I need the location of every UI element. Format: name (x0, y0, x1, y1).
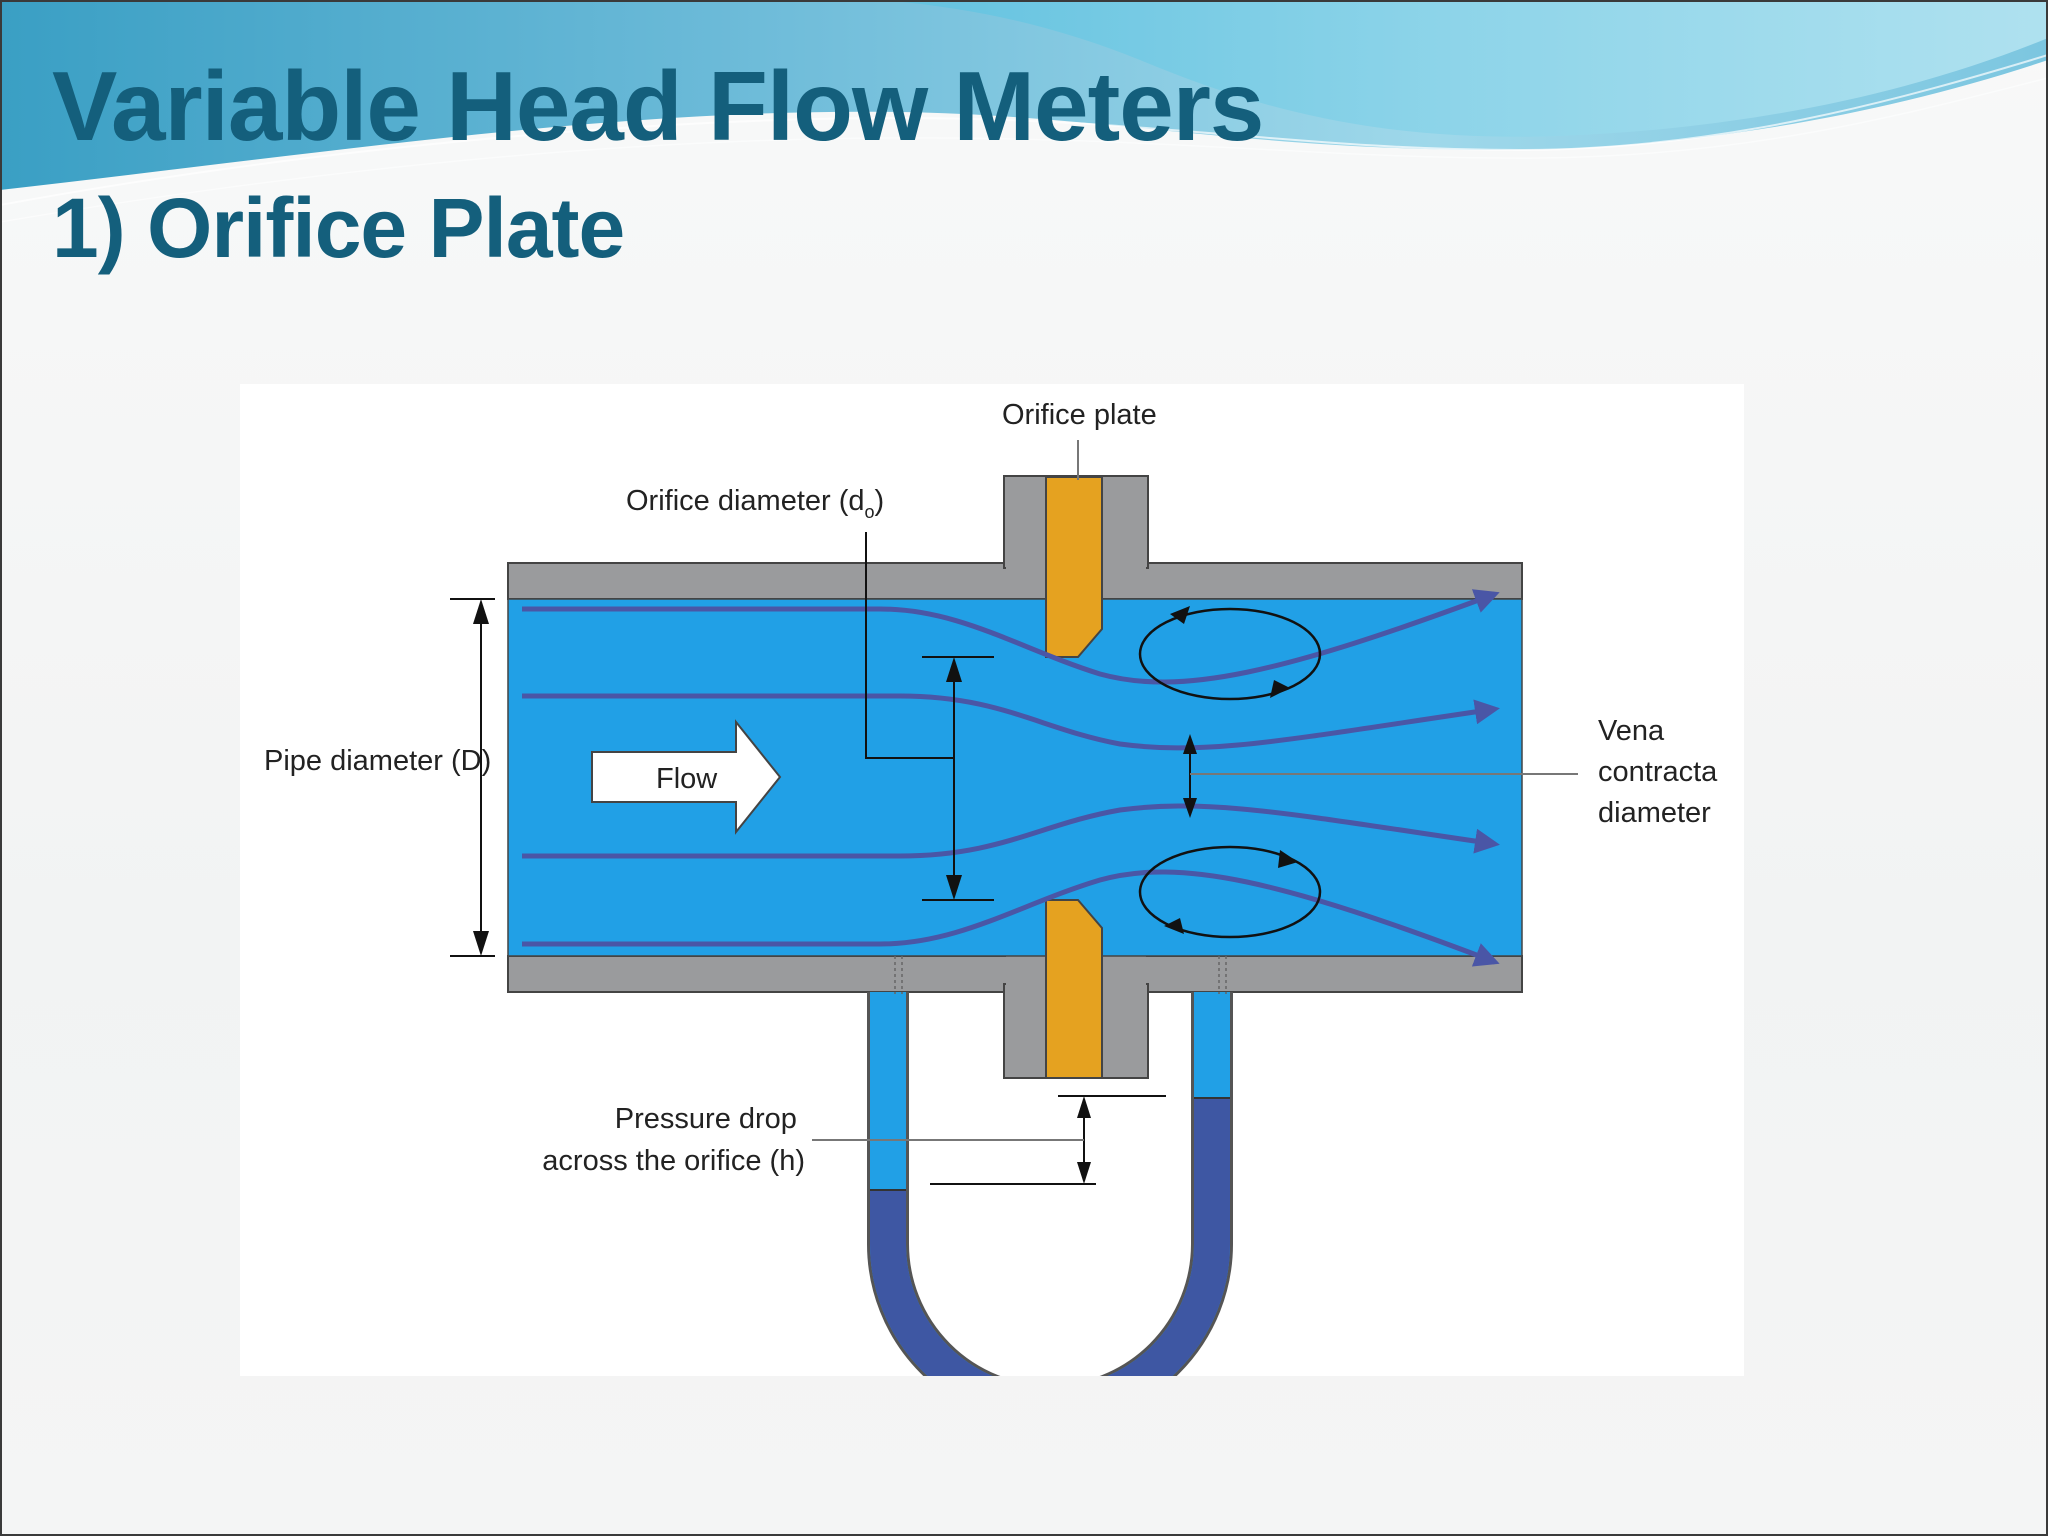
eddy-bottom (1138, 845, 1322, 939)
streamline-2 (522, 693, 1500, 751)
eddy-top (1138, 607, 1322, 701)
streamline-3 (522, 803, 1500, 859)
vena-contracta-label: Vena contracta diameter (1598, 715, 1725, 829)
slide-title: Variable Head Flow Meters (52, 51, 1264, 161)
orifice-plate-bottom (1045, 899, 1103, 1079)
streamline-4 (522, 869, 1500, 967)
orifice-plate-label: Orifice plate (1002, 399, 1157, 431)
orifice-plate-figure: Flow Pipe diameter (D) Orifice diameter … (240, 384, 1744, 1376)
orifice-diameter-label: Orifice diameter (do) (626, 485, 884, 522)
streamline-1 (522, 589, 1500, 685)
pipe-diameter-label: Pipe diameter (D) (264, 745, 491, 777)
orifice-plate-top (1045, 476, 1103, 658)
orifice-plate-diagram: Flow Pipe diameter (D) Orifice diameter … (264, 399, 1725, 1376)
slide-subtitle: 1) Orifice Plate (52, 181, 625, 275)
manometer-fluid (870, 1098, 1230, 1376)
pressure-drop-label: Pressure drop across the orifice (h) (542, 1103, 805, 1177)
header-wave-decoration (0, 0, 2048, 223)
flow-arrow (591, 719, 782, 835)
flow-label: Flow (656, 763, 718, 795)
